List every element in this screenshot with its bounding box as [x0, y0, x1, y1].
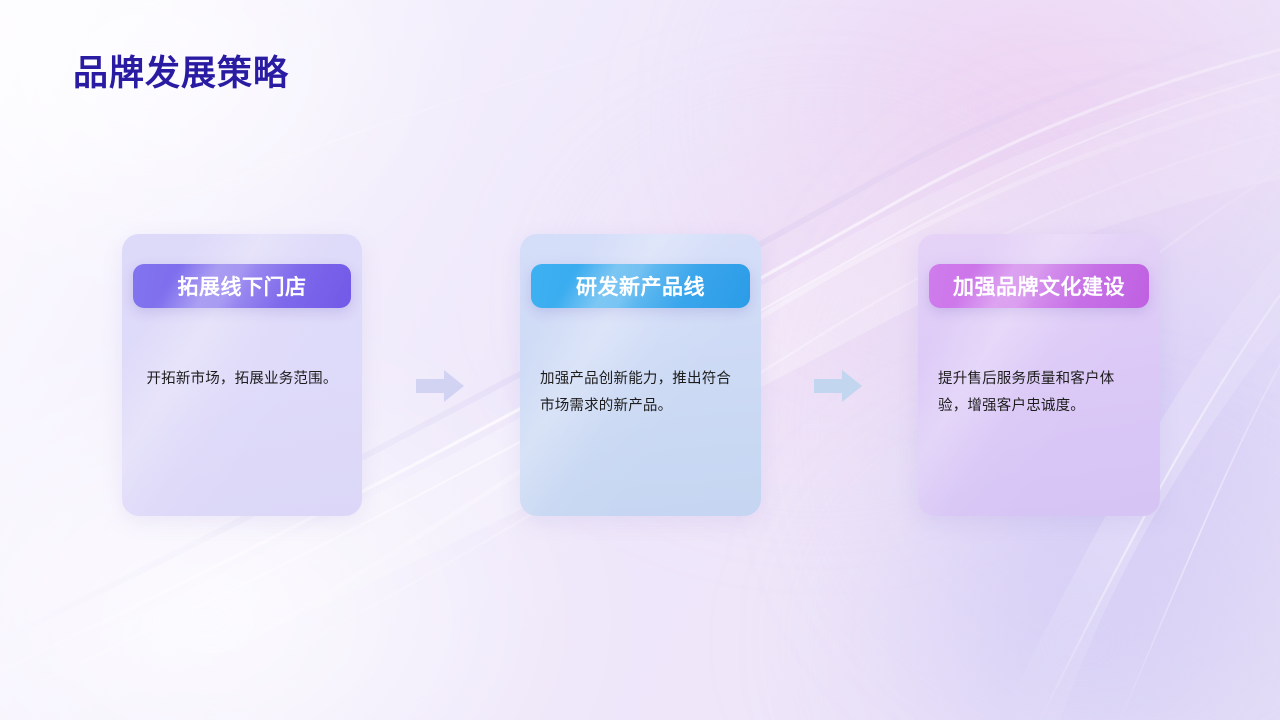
arrow-right-icon-1	[416, 370, 464, 402]
strategy-card-3-body: 提升售后服务质量和客户体验，增强客户忠诚度。	[938, 371, 1115, 414]
arrow-right-icon-2	[814, 370, 862, 402]
strategy-card-3[interactable]: 加强品牌文化建设 提升售后服务质量和客户体验，增强客户忠诚度。	[918, 234, 1160, 516]
strategy-card-3-heading-pill: 加强品牌文化建设	[929, 264, 1149, 308]
strategy-flow: 拓展线下门店 开拓新市场，拓展业务范围。 研发新产品线 加强产品创新能力，推出符…	[0, 234, 1280, 518]
strategy-card-2-body: 加强产品创新能力，推出符合市场需求的新产品。	[540, 371, 732, 414]
strategy-card-1-heading-pill: 拓展线下门店	[133, 264, 351, 308]
strategy-card-2-heading-pill: 研发新产品线	[531, 264, 750, 308]
strategy-card-2-heading: 研发新产品线	[576, 276, 705, 299]
strategy-card-2[interactable]: 研发新产品线 加强产品创新能力，推出符合市场需求的新产品。	[520, 234, 761, 516]
strategy-card-1[interactable]: 拓展线下门店 开拓新市场，拓展业务范围。	[122, 234, 362, 516]
strategy-card-1-heading: 拓展线下门店	[177, 276, 307, 299]
strategy-card-3-heading: 加强品牌文化建设	[953, 276, 1125, 299]
strategy-card-1-body: 开拓新市场，拓展业务范围。	[146, 371, 338, 387]
page-title: 品牌发展策略	[73, 54, 290, 93]
